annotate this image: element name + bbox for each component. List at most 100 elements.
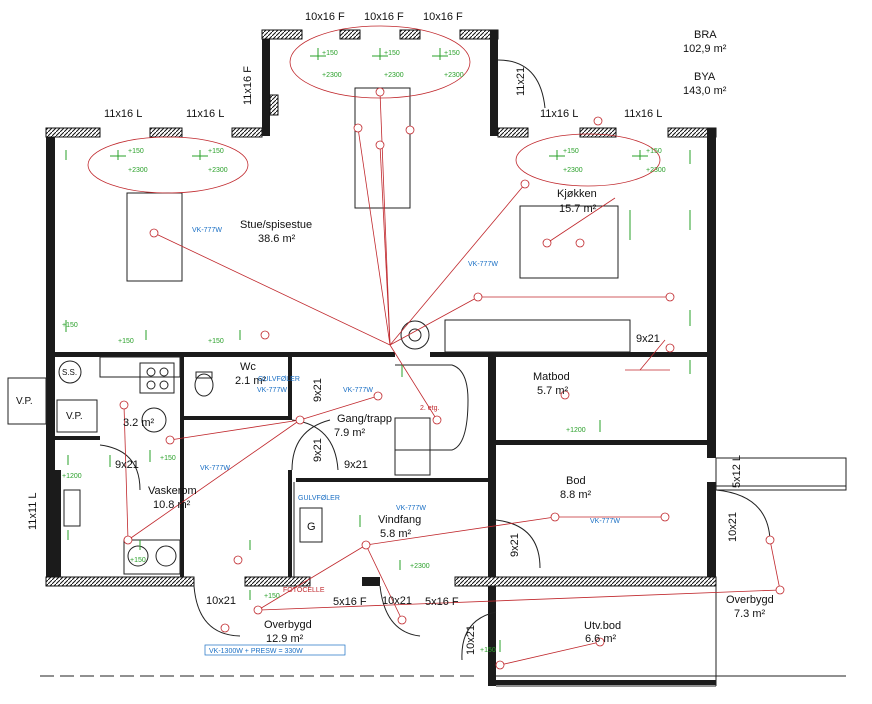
- dim-win-l1: 11x16 L: [104, 108, 142, 120]
- note-vk-1: VK-777W: [192, 227, 222, 234]
- label-2-etg: 2. etg.: [420, 405, 440, 412]
- svg-text:+150: +150: [128, 148, 144, 155]
- dim-10x21-a: 10x21: [206, 595, 236, 607]
- note-vk-3: VK-777W: [343, 387, 373, 394]
- svg-text:+2300: +2300: [646, 167, 666, 174]
- svg-text:+150: +150: [160, 455, 176, 462]
- room-vaskerom-area: 10.8 m²: [153, 499, 191, 511]
- room-overbygd2-area: 7.3 m²: [734, 608, 766, 620]
- note-bottom-circuit: VK-1300W + PRESW = 330W: [209, 648, 303, 655]
- dim-9x21-hall: 9x21: [344, 459, 368, 471]
- dim-9x21-kitchen: 9x21: [636, 333, 660, 345]
- label-ss: S.S.: [62, 368, 77, 377]
- dim-left-bay: 11x16 F: [242, 66, 254, 105]
- room-overbygd1-area: 12.9 m²: [266, 633, 304, 645]
- room-gang-name: Gang/trapp: [337, 413, 392, 425]
- svg-text:+2300: +2300: [208, 167, 228, 174]
- room-stue-name: Stue/spisestue: [240, 219, 312, 231]
- note-vk-4: VK-777W: [200, 465, 230, 472]
- svg-text:+150: +150: [130, 557, 146, 564]
- dim-5x16-b: 5x16 F: [425, 596, 459, 608]
- interior-walls: [55, 352, 716, 686]
- dim-9x21-gang-upper: 9x21: [312, 378, 324, 402]
- label-g: G: [307, 521, 316, 533]
- label-vp-inner: V.P.: [66, 411, 83, 422]
- room-wc-name: Wc: [240, 361, 256, 373]
- note-vk-6: VK-777W: [590, 518, 620, 525]
- svg-text:+150: +150: [264, 593, 280, 600]
- note-vk-5: VK-777W: [396, 505, 426, 512]
- dim-win-r2: 11x16 L: [624, 108, 662, 120]
- dim-9x21-bod: 9x21: [509, 533, 521, 557]
- svg-text:+150: +150: [646, 148, 662, 155]
- room-matbod-name: Matbod: [533, 371, 570, 383]
- svg-text:+1200: +1200: [566, 427, 586, 434]
- room-utvbod-name: Utv.bod: [584, 620, 621, 632]
- room-kjokken-area: 15.7 m²: [559, 203, 597, 215]
- bya-label: BYA: [694, 71, 716, 83]
- dim-left-11x11: 11x11 L: [27, 492, 39, 530]
- room-bod-name: Bod: [566, 475, 586, 487]
- bra-label: BRA: [694, 29, 717, 41]
- svg-text:+150: +150: [480, 647, 496, 654]
- room-bod-area: 8.8 m²: [560, 489, 592, 501]
- svg-text:+2300: +2300: [322, 72, 342, 79]
- note-gulvfoler-2: GULVFØLER: [298, 495, 340, 502]
- svg-text:+150: +150: [563, 148, 579, 155]
- outer-walls: [45, 29, 717, 587]
- note-vk-2: VK-777W: [468, 261, 498, 268]
- misc-labels: V.P. V.P. S.S. G 2. etg.: [16, 368, 440, 533]
- svg-text:+2300: +2300: [444, 72, 464, 79]
- room-overbygd1-name: Overbygd: [264, 619, 312, 631]
- room-vaskerom-name: Vaskerom: [148, 485, 197, 497]
- dim-top-3: 10x16 F: [423, 11, 463, 23]
- room-vindfang-name: Vindfang: [378, 514, 421, 526]
- svg-text:+150: +150: [384, 50, 400, 57]
- room-stue-area: 38.6 m²: [258, 233, 296, 245]
- svg-text:+150: +150: [208, 338, 224, 345]
- svg-text:+150: +150: [118, 338, 134, 345]
- room-utvbod-area: 6.6 m²: [585, 633, 617, 645]
- dim-5x16-a: 5x16 F: [333, 596, 367, 608]
- dim-top-2: 10x16 F: [364, 11, 404, 23]
- room-matbod-area: 5.7 m²: [537, 385, 569, 397]
- svg-text:+1200: +1200: [62, 473, 82, 480]
- dimension-labels: 10x16 F 10x16 F 10x16 F 11x16 F 11x21 11…: [27, 11, 743, 655]
- room-labels: Stue/spisestue 38.6 m² Kjøkken 15.7 m² W…: [123, 188, 774, 645]
- room-kjokken-name: Kjøkken: [557, 188, 597, 200]
- dim-right-5x12: 5x12 L: [731, 455, 743, 488]
- circuit-notes: VK-777W VK-777W VK-777W VK-777W VK-777W …: [192, 227, 620, 656]
- note-fotocelle: FOTOCELLE: [283, 587, 325, 594]
- room-small-area: 3.2 m²: [123, 417, 155, 429]
- bra-value: 102,9 m²: [683, 43, 727, 55]
- dim-9x21-gang-lower: 9x21: [312, 438, 324, 462]
- electrical-layout: [87, 25, 785, 670]
- svg-text:+150: +150: [444, 50, 460, 57]
- svg-text:+2300: +2300: [563, 167, 583, 174]
- svg-text:+2300: +2300: [410, 563, 430, 570]
- area-summary: BRA 102,9 m² BYA 143,0 m²: [683, 29, 727, 97]
- note-vk-7: VK-777W: [257, 387, 287, 394]
- room-wc-area: 2.1 m²: [235, 375, 267, 387]
- bya-value: 143,0 m²: [683, 85, 727, 97]
- dim-win-l2: 11x16 L: [186, 108, 224, 120]
- svg-text:+150: +150: [322, 50, 338, 57]
- room-vindfang-area: 5.8 m²: [380, 528, 412, 540]
- dim-10x21-d: 10x21: [465, 625, 477, 655]
- label-vp-outer: V.P.: [16, 396, 33, 407]
- room-overbygd2-name: Overbygd: [726, 594, 774, 606]
- power-outlets: +150 +150 +150 +2300 +2300 +2300 +150 +2…: [62, 48, 691, 654]
- door-swings: [99, 59, 771, 661]
- room-gang-area: 7.9 m²: [334, 427, 366, 439]
- note-gulvfoler-1: GULVFØLER: [258, 376, 300, 383]
- dim-win-r1: 11x16 L: [540, 108, 578, 120]
- dim-10x21-c: 10x21: [727, 512, 739, 542]
- dim-top-1: 10x16 F: [305, 11, 345, 23]
- svg-text:+150: +150: [208, 148, 224, 155]
- dim-10x21-b: 10x21: [382, 595, 412, 607]
- svg-text:+2300: +2300: [128, 167, 148, 174]
- dim-right-bay: 11x21: [515, 67, 527, 96]
- svg-text:+150: +150: [62, 322, 78, 329]
- svg-text:+2300: +2300: [384, 72, 404, 79]
